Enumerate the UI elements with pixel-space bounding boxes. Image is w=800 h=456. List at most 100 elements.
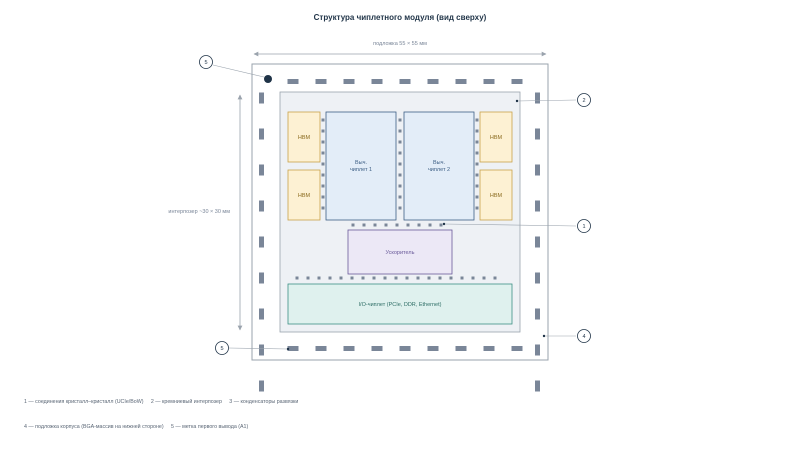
hbm-label: HBM <box>298 193 311 199</box>
compute-chiplet-1-label: чиплет 1 <box>350 167 372 173</box>
interconnect-bump <box>475 195 479 199</box>
interconnect-bump <box>328 276 332 280</box>
compute-chiplet-1 <box>325 111 397 221</box>
leader-line <box>443 223 577 227</box>
interconnect-bump <box>475 151 479 155</box>
interconnect-bump <box>398 140 402 144</box>
interconnect-bump <box>449 276 453 280</box>
interconnect-bump <box>475 206 479 210</box>
decoupling-capacitor <box>511 346 523 351</box>
interconnect-bump <box>460 276 464 280</box>
decoupling-capacitor <box>259 92 264 104</box>
decoupling-capacitor <box>315 79 327 84</box>
interconnect-bump <box>416 276 420 280</box>
callout-number: 4 <box>582 334 585 340</box>
io-chiplet <box>287 283 513 325</box>
interconnect-bump <box>321 129 325 133</box>
decoupling-capacitor <box>259 272 264 284</box>
decoupling-capacitor <box>399 79 411 84</box>
interconnect-bump <box>475 129 479 133</box>
interconnect-bump <box>373 223 377 227</box>
decoupling-capacitor <box>315 346 327 351</box>
decoupling-capacitor <box>483 79 495 84</box>
decoupling-capacitor <box>535 308 540 320</box>
decoupling-capacitor <box>259 200 264 212</box>
decoupling-capacitor <box>455 346 467 351</box>
callout-5-bottom: 5 <box>215 341 229 355</box>
interconnect-bump <box>383 276 387 280</box>
decoupling-capacitor <box>511 79 523 84</box>
interconnect-bump <box>405 276 409 280</box>
interconnect-bump <box>398 129 402 133</box>
interconnect-bump <box>493 276 497 280</box>
hbm-label: HBM <box>490 193 503 199</box>
compute-chiplet-2 <box>403 111 475 221</box>
decoupling-capacitor <box>287 346 299 351</box>
interconnect-bump <box>398 206 402 210</box>
interconnect-bump <box>321 151 325 155</box>
decoupling-capacitor <box>399 346 411 351</box>
interconnect-bump <box>321 140 325 144</box>
interconnect-bump <box>398 173 402 177</box>
interconnect-bump <box>306 276 310 280</box>
interconnect-bump <box>475 162 479 166</box>
interconnect-bump <box>362 223 366 227</box>
decoupling-capacitor <box>535 92 540 104</box>
callout-2: 2 <box>577 93 591 107</box>
interconnect-bump <box>394 276 398 280</box>
interconnect-bump <box>482 276 486 280</box>
callout-number: 5 <box>220 346 223 352</box>
interconnect-bump <box>372 276 376 280</box>
interconnect-bump <box>339 276 343 280</box>
callout-number: 1 <box>582 224 585 230</box>
decoupling-capacitor <box>371 79 383 84</box>
compute-chiplet-2-label: Выч. <box>433 160 445 166</box>
interconnect-bump <box>351 223 355 227</box>
leader-dot <box>542 334 546 338</box>
decoupling-capacitor <box>343 79 355 84</box>
io-chiplet-label: I/O-чиплет (PCIe, DDR, Ethernet) <box>359 302 442 308</box>
decoupling-capacitor <box>535 236 540 248</box>
interconnect-bump <box>475 173 479 177</box>
decoupling-capacitor <box>259 236 264 248</box>
interconnect-bump <box>398 195 402 199</box>
interconnect-bump <box>438 276 442 280</box>
decoupling-capacitor <box>259 128 264 140</box>
interconnect-bump <box>427 276 431 280</box>
interconnect-bump <box>361 276 365 280</box>
hbm-label: HBM <box>490 135 503 141</box>
interconnect-bump <box>384 223 388 227</box>
decoupling-capacitor <box>287 79 299 84</box>
interconnect-bump <box>350 276 354 280</box>
legend-line-1: 1 — соединения кристалл–кристалл (UCIe/B… <box>24 398 298 405</box>
decoupling-capacitor <box>259 380 264 392</box>
decoupling-capacitor <box>535 272 540 284</box>
leader-dot <box>515 99 519 103</box>
substrate-dimension-label: подложка 55 × 55 мм <box>373 41 427 47</box>
leader-line <box>212 64 265 78</box>
die-to-die-interconnects <box>295 118 497 280</box>
leader-line <box>228 347 289 350</box>
interposer-dimension-label: интерпозер ~30 × 30 мм <box>168 209 230 215</box>
callout-number: 5 <box>204 60 207 66</box>
interconnect-bump <box>395 223 399 227</box>
hbm-stack-bottom-right <box>479 169 513 221</box>
callout-number: 2 <box>582 98 585 104</box>
interconnect-bump <box>295 276 299 280</box>
interconnect-bump <box>406 223 410 227</box>
interconnect-bump <box>321 118 325 122</box>
callout-5-top: 5 <box>199 55 213 69</box>
decoupling-capacitor <box>455 79 467 84</box>
decoupling-capacitor <box>371 346 383 351</box>
interconnect-bump <box>475 140 479 144</box>
decoupling-capacitor <box>535 344 540 356</box>
interconnect-bump <box>321 206 325 210</box>
interconnect-bump <box>417 223 421 227</box>
interconnect-bump <box>439 223 443 227</box>
interconnect-bump <box>475 184 479 188</box>
interconnect-bump <box>398 151 402 155</box>
interconnect-bump <box>398 162 402 166</box>
accelerator-label: Ускоритель <box>386 250 415 256</box>
decoupling-capacitor <box>259 344 264 356</box>
decoupling-capacitor <box>259 308 264 320</box>
